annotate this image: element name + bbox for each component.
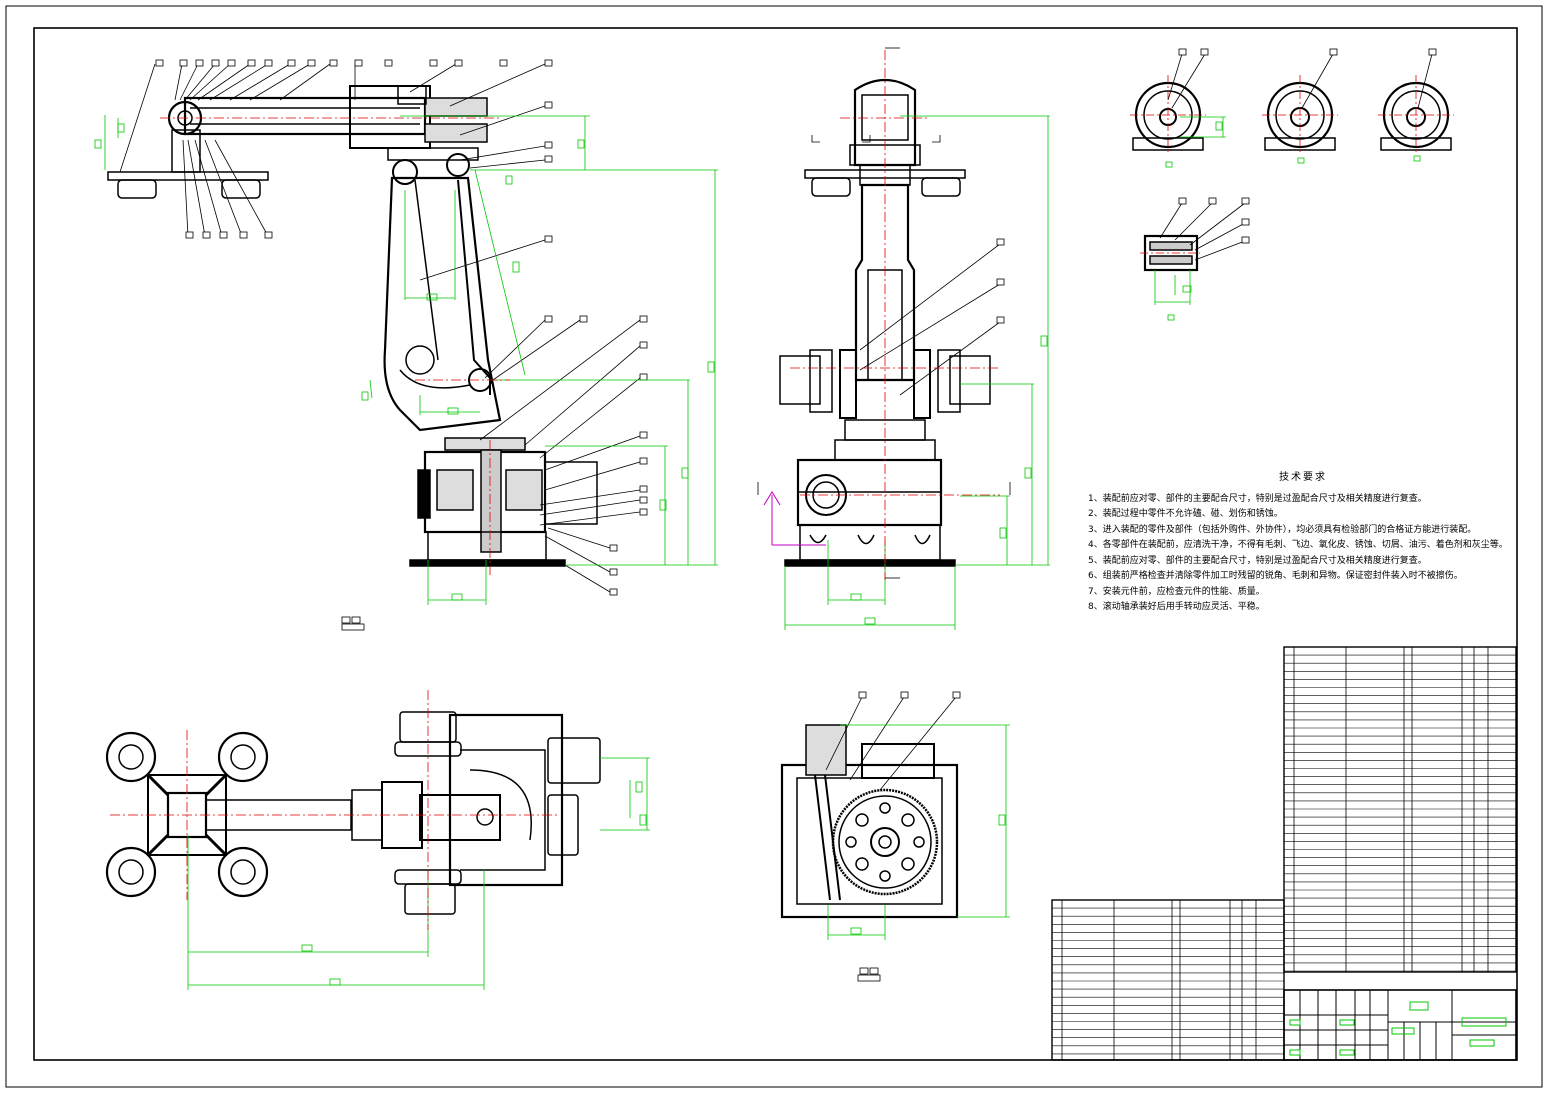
- requirement-item: 8、滚动轴承装好后用手转动应灵活、平稳。: [1088, 602, 1265, 612]
- front-view-label: [341, 616, 365, 631]
- detail-centerlines: [1130, 75, 1454, 254]
- detail-dimensions: [1154, 116, 1421, 321]
- parts-list-left-rows: [1052, 907, 1284, 1055]
- section-arrow: [763, 491, 826, 546]
- requirement-item: 4、各零部件在装配前，应清洗干净，不得有毛刺、飞边、氧化皮、锈蚀、切屑、油污、着…: [1088, 540, 1508, 550]
- requirement-item: 3、进入装配的零件及部件（包括外购件、外协件），均必须具有检验部门的合格证方能进…: [1088, 524, 1477, 535]
- outer-border: [5, 5, 1543, 1088]
- requirement-item: 7、安装元件前，应检查元件的性能、质量。: [1088, 586, 1265, 597]
- side-view-dimensions: [784, 115, 1050, 630]
- technical-requirements-title: 技术要求: [1279, 472, 1327, 483]
- front-view: [107, 59, 648, 596]
- front-view-dimensions: [94, 115, 718, 605]
- inner-border: [33, 27, 1518, 1061]
- section-view-label: [857, 967, 881, 982]
- parts-list-right-rows: [1284, 654, 1516, 972]
- title-block: [1283, 989, 1517, 1061]
- side-view-centerlines: [790, 50, 1000, 580]
- section-view-dimensions: [827, 724, 1010, 940]
- detail-views: [1132, 48, 1452, 272]
- side-view-marks: [757, 47, 1011, 579]
- requirement-item: 1、装配前应对零、部件的主要配合尺寸，特别是过盈配合尺寸及相关精度进行复查。: [1088, 493, 1427, 504]
- requirement-item: 2、装配过程中零件不允许磕、碰、划伤和锈蚀。: [1088, 509, 1283, 519]
- requirement-item: 6、组装前严格检查并清除零件加工时残留的锐角、毛刺和异物。保证密封件装入时不被擦…: [1088, 571, 1463, 581]
- top-view: [105, 711, 601, 915]
- top-view-dimensions: [187, 757, 650, 990]
- requirement-item: 5、装配前应对零、部件的主要配合尺寸，特别是过盈配合尺寸及相关精度进行复查。: [1088, 555, 1427, 566]
- parts-list-right: [1283, 646, 1517, 973]
- top-view-centerlines: [110, 690, 560, 930]
- side-view: [779, 79, 1005, 567]
- parts-list-left: [1051, 899, 1285, 1061]
- technical-requirements: 技术要求 1、装配前应对零、部件的主要配合尺寸，特别是过盈配合尺寸及相关精度进行…: [1088, 470, 1518, 616]
- section-view: [780, 691, 961, 919]
- front-view-centerlines: [160, 117, 510, 575]
